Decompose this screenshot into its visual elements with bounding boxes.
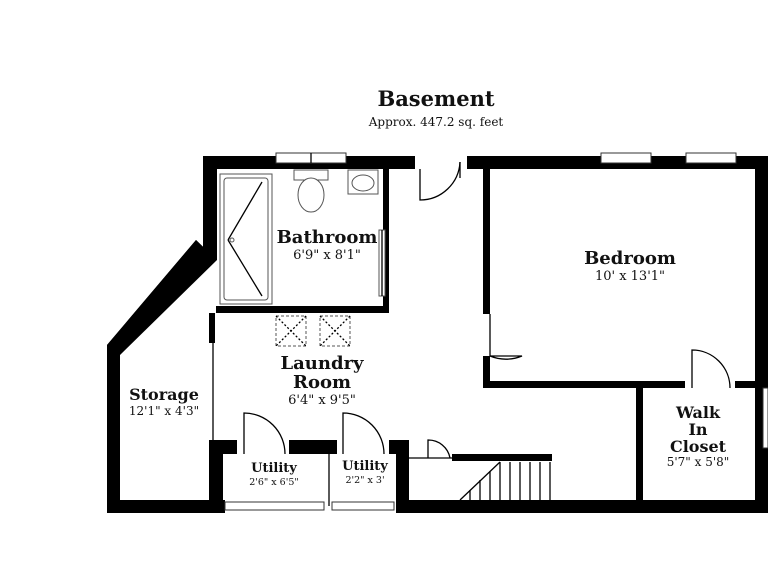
- stairs: [459, 461, 551, 501]
- room-name-line2: Room: [292, 371, 352, 393]
- room-label-laundry: Laundry Room 6'4" x 9'5": [252, 353, 392, 408]
- plan-title: Basement: [377, 86, 495, 111]
- room-name: Utility: [251, 461, 297, 476]
- bathroom-fixtures: [219, 169, 386, 305]
- interior-walls: [209, 169, 755, 513]
- room-name: Storage: [129, 385, 199, 404]
- plan-subtitle: Approx. 447.2 sq. feet: [368, 115, 504, 129]
- room-label-bedroom: Bedroom 10' x 13'1": [565, 248, 695, 284]
- room-name: Bedroom: [584, 248, 676, 269]
- room-label-utility-2: Utility 2'2" x 3': [332, 460, 398, 486]
- room-dims: 2'6" x 6'5": [249, 476, 299, 488]
- room-dims: 5'7" x 5'8": [666, 455, 730, 470]
- room-dims: 10' x 13'1": [594, 268, 666, 284]
- washer-dryer: [275, 315, 351, 347]
- room-name-line2: In: [688, 419, 708, 439]
- room-label-utility-1: Utility 2'6" x 6'5": [226, 462, 322, 488]
- partitions: [212, 343, 452, 506]
- room-label-storage: Storage 12'1" x 4'3": [118, 385, 210, 418]
- room-name: Utility: [342, 459, 388, 474]
- room-name-line1: Walk: [675, 403, 721, 422]
- windows: [224, 152, 768, 511]
- room-dims: 6'4" x 9'5": [288, 392, 356, 408]
- room-dims: 2'2" x 3': [345, 474, 385, 486]
- room-dims: 6'9" x 8'1": [293, 247, 361, 263]
- doors: [243, 161, 731, 459]
- room-label-walk-in-closet: Walk In Closet 5'7" x 5'8": [648, 403, 748, 470]
- room-name-line1: Laundry: [280, 353, 364, 374]
- room-name-line3: Closet: [669, 436, 727, 456]
- room-dims: 12'1" x 4'3": [128, 403, 200, 418]
- room-name: Bathroom: [276, 227, 378, 248]
- room-label-bathroom: Bathroom 6'9" x 8'1": [262, 227, 392, 263]
